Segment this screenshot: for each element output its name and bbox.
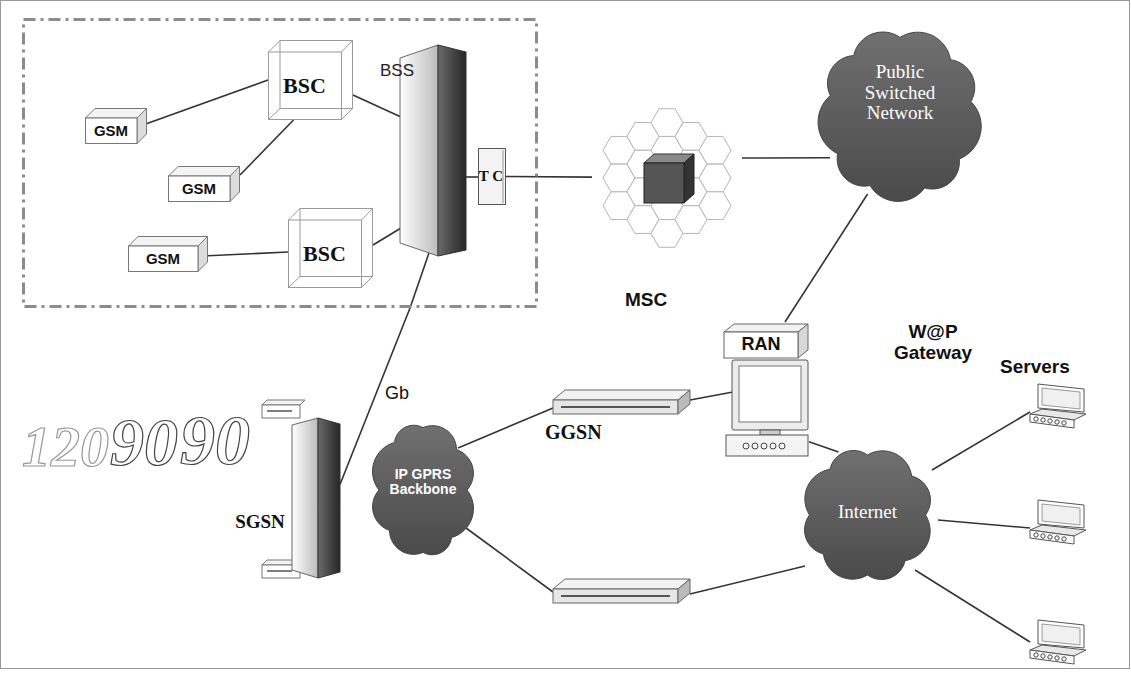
node-label: SGSN bbox=[235, 512, 285, 533]
transcoder-box: T C bbox=[478, 148, 506, 205]
node-label: GSM bbox=[182, 181, 216, 198]
server-laptop bbox=[1030, 384, 1086, 428]
text-slot: Public Switched Network bbox=[838, 38, 962, 148]
text-slot: MSC bbox=[616, 288, 676, 312]
network-link bbox=[809, 442, 839, 452]
bss-region: BSS GSM GSM GSM BSC BSC T C bbox=[22, 18, 538, 308]
node-label: MSC bbox=[625, 290, 667, 311]
network-cloud: Public Switched Network bbox=[810, 18, 990, 212]
server-laptop bbox=[1030, 620, 1086, 664]
msc-switch: MSC bbox=[592, 108, 742, 313]
network-link bbox=[785, 194, 868, 322]
router bbox=[553, 579, 690, 603]
msc-switch-outline bbox=[592, 108, 742, 313]
server-laptop bbox=[1030, 500, 1086, 544]
node-label: GSM bbox=[94, 123, 128, 140]
text-slot: BSS bbox=[367, 58, 427, 84]
text-slot: T C bbox=[478, 148, 504, 205]
node-label: Public Switched Network bbox=[838, 62, 962, 125]
node-label: BSS bbox=[380, 62, 414, 81]
network-link bbox=[240, 120, 294, 175]
node-label: T C bbox=[479, 168, 503, 185]
text-slot: GSM bbox=[85, 118, 137, 144]
node-label: IP GPRS Backbone bbox=[376, 467, 470, 498]
gsm-box: GSM bbox=[128, 236, 208, 272]
servers-label: Servers bbox=[1000, 357, 1070, 378]
gsm-box: GSM bbox=[168, 166, 240, 202]
outline-number: 120 bbox=[22, 418, 109, 476]
internet-cloud: Internet bbox=[795, 440, 940, 590]
outline-number: 90 bbox=[110, 408, 178, 476]
network-link bbox=[208, 252, 288, 256]
text-slot: BSC bbox=[268, 52, 341, 120]
node-label: Internet bbox=[838, 502, 897, 523]
node-label: BSC bbox=[303, 242, 346, 266]
interface-label: Gb bbox=[383, 384, 411, 404]
gsm-box: GSM bbox=[85, 108, 147, 144]
ran-terminal: RAN bbox=[722, 322, 812, 458]
router bbox=[553, 390, 690, 414]
text-slot: BSC bbox=[288, 220, 361, 288]
text-slot: Internet bbox=[810, 495, 925, 529]
network-link bbox=[742, 157, 830, 159]
text-slot: IP GPRS Backbone bbox=[376, 452, 470, 512]
backbone-cloud: IP GPRS Backbone bbox=[368, 412, 478, 568]
bsc-box: BSC bbox=[288, 208, 373, 288]
network-link bbox=[145, 80, 268, 124]
text-slot: RAN bbox=[724, 332, 798, 358]
ggsn-label: GGSN bbox=[545, 421, 602, 443]
text-slot: GSM bbox=[168, 176, 230, 202]
node-label: BSC bbox=[283, 74, 326, 98]
text-slot: SGSN bbox=[230, 510, 290, 534]
text-slot: GSM bbox=[128, 246, 198, 272]
node-label: GSM bbox=[146, 251, 180, 268]
bsc-box: BSC bbox=[268, 40, 353, 120]
outline-number: 90 bbox=[180, 406, 250, 476]
network-link bbox=[506, 176, 592, 178]
node-label: RAN bbox=[742, 335, 781, 355]
gateway-label: W@P Gateway bbox=[888, 322, 978, 364]
